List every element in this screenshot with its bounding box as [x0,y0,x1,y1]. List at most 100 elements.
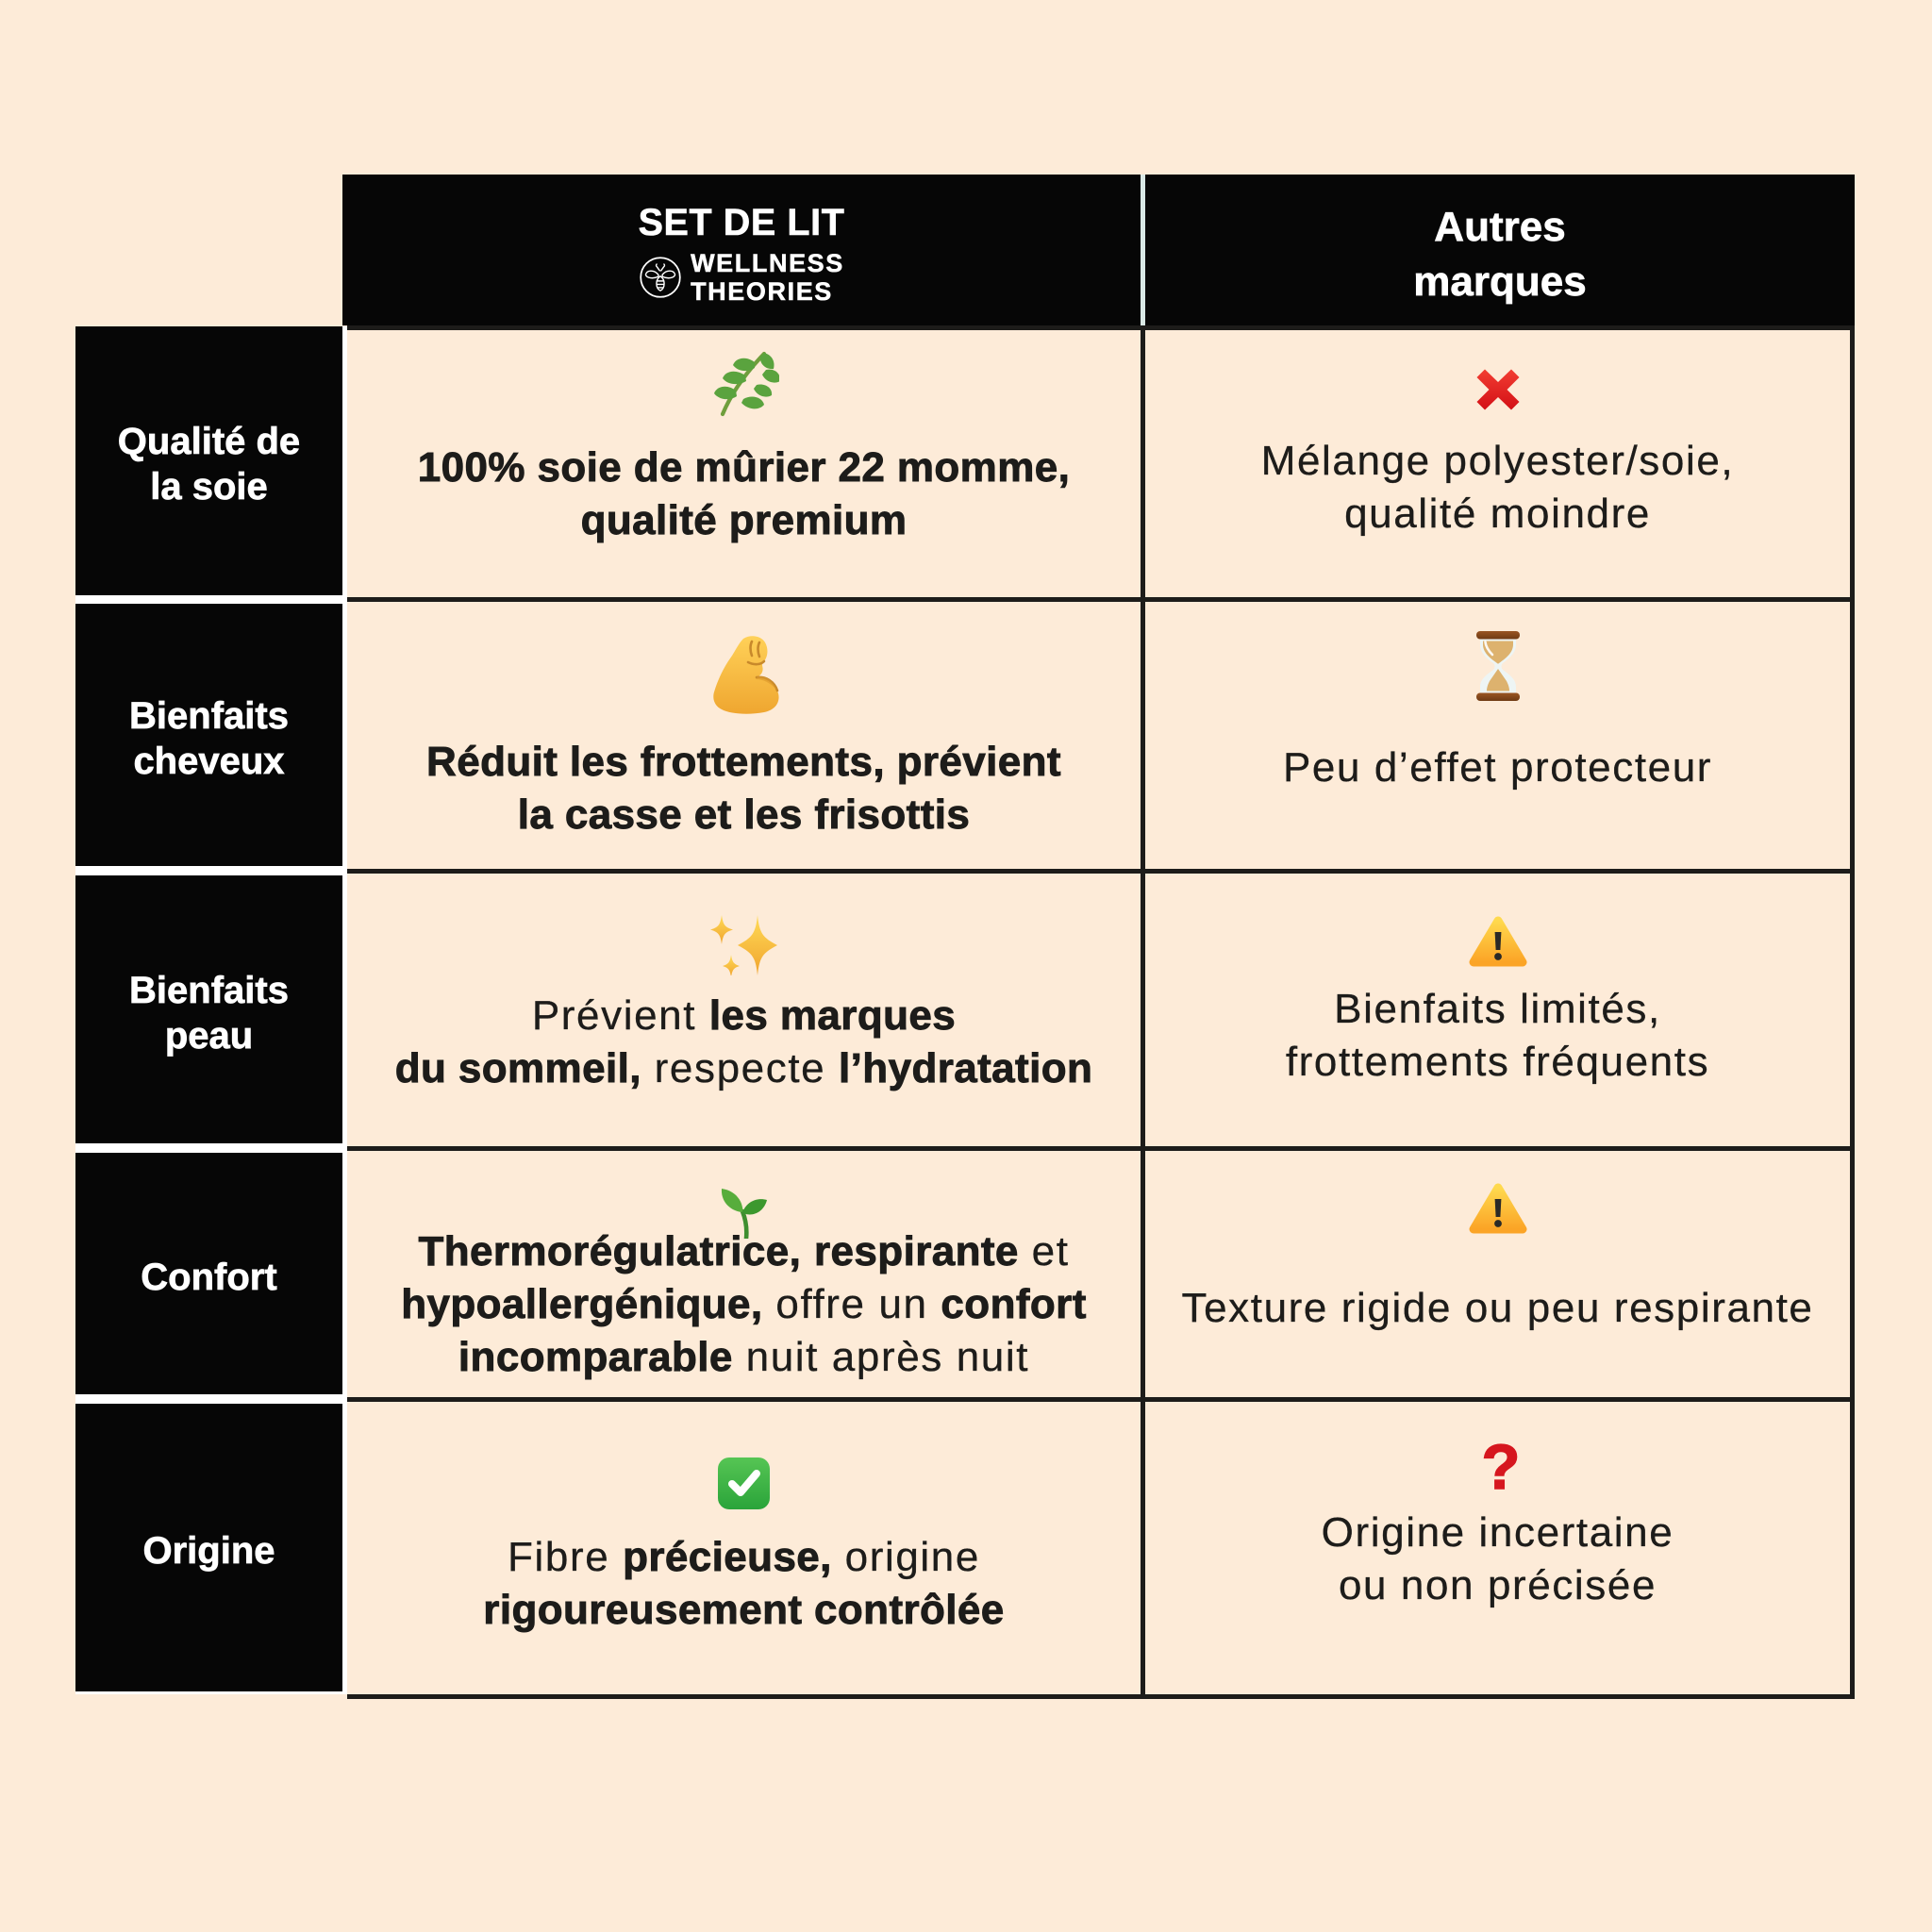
table-border-bottom [347,1694,1855,1699]
label-line: la soie [150,466,268,508]
brand-wordmark-line1: WELLNESS [691,249,844,278]
header-other-text: Autres marques [1413,192,1587,309]
text-segment: la casse et les frisottis [517,791,971,839]
cell-other-0: Mélange polyester/soie, qualité moindre [1145,330,1850,597]
label-line: Origine [142,1530,275,1573]
header-brand-title: SET DE LIT [638,202,845,243]
cell-other-3: Texture rigide ou peu respirante [1145,1151,1850,1397]
text-segment: respirante [814,1228,1019,1275]
text-segment: confort [941,1281,1087,1328]
text-line: qualité premium [418,494,1070,547]
text-line: du sommeil, respecte l’hydratation [394,1042,1092,1095]
brand-wordmark-line2: THEORIES [691,277,833,307]
text-segment: Prévient [531,992,709,1039]
header-brand-cell: SET DE LIT WELLNESS THEORIES [342,175,1141,325]
cell-other-4: ? Origine incertaine ou non précisée [1145,1402,1850,1694]
cell-brand-1-text: Réduit les frottements, prévient la casse… [426,736,1061,841]
cell-brand-0-text: 100% soie de mûrier 22 momme,qualité pre… [417,441,1071,547]
header-column-divider [1141,175,1145,325]
row-label-3: Confort [75,1153,342,1394]
text-line: Mélange polyester/soie, [1261,435,1735,488]
text-segment: et [1018,1228,1070,1274]
text-segment [801,1228,814,1274]
label-line: peau [164,1014,254,1057]
text-line: ou non précisée [1322,1559,1674,1612]
text-segment: Mélange polyester/soie, [1260,438,1735,484]
cell-other-2: Bienfaits limités, frottements fréquents [1145,874,1850,1146]
text-segment: Texture rigide ou peu respirante [1181,1285,1814,1331]
text-segment: nuit après nuit [732,1334,1030,1380]
label-line: cheveux [133,740,285,782]
header-other-line1: Autres [1434,203,1566,250]
label-line: Confort [141,1256,277,1298]
warning-icon [1468,914,1528,969]
label-line: Qualité de [117,421,301,463]
text-line: Bienfaits limités, [1286,983,1709,1036]
text-line: frottements fréquents [1286,1036,1709,1089]
cell-other-4-text: Origine incertaine ou non précisée [1322,1507,1674,1612]
text-segment: les marques [708,992,957,1040]
table-row-divider-2 [347,1146,1850,1151]
brand-logo-row: WELLNESS THEORIES [639,249,844,306]
row-label-text: Origine [142,1528,275,1574]
text-segment: Bienfaits limités, [1334,986,1661,1032]
label-line: Bienfaits [129,969,290,1011]
text-line: 100% soie de mûrier 22 momme, [417,441,1071,494]
cell-other-1: Peu d’effet protecteur [1145,602,1850,869]
warning-icon [1468,1181,1528,1236]
text-segment: hypoallergénique, [401,1281,763,1328]
cell-brand-0: 100% soie de mûrier 22 momme,qualité pre… [347,330,1141,597]
text-segment: origine [831,1534,980,1580]
cell-other-0-text: Mélange polyester/soie, qualité moindre [1261,435,1735,541]
text-line: Texture rigide ou peu respirante [1181,1282,1813,1335]
text-segment: rigoureusement contrôlée [483,1587,1005,1634]
check-mark-button-icon [717,1457,771,1510]
text-segment: 100% soie de mûrier 22 momme, [417,444,1071,491]
text-line: Peu d’effet protecteur [1283,741,1712,794]
text-line: Fibre précieuse, origine [483,1531,1004,1584]
sparkles-icon [709,913,778,975]
text-segment: Fibre [508,1534,624,1580]
bee-logo-icon [639,256,682,299]
flexed-biceps-icon [706,634,783,715]
table-row-divider-0 [347,597,1850,602]
hourglass-icon [1475,631,1521,701]
text-segment: frottements fréquents [1285,1039,1710,1085]
herb-icon [709,347,779,417]
text-line: hypoallergénique, offre un confort [401,1278,1087,1331]
text-segment: précieuse, [623,1534,832,1581]
text-line: Thermorégulatrice, respirante et [401,1225,1087,1278]
text-segment: Réduit les frottements, prévient [426,739,1061,786]
text-line: Réduit les frottements, prévient [426,736,1061,789]
text-line: Origine incertaine [1322,1507,1674,1559]
text-line: qualité moindre [1261,488,1735,541]
brand-wordmark: WELLNESS THEORIES [691,249,844,307]
cell-other-2-text: Bienfaits limités, frottements fréquents [1286,983,1709,1089]
cell-other-1-text: Peu d’effet protecteur [1283,741,1712,794]
table-border-top [347,325,1855,330]
table-row-divider-1 [347,869,1850,874]
text-segment: du sommeil, [394,1045,641,1092]
text-segment: Origine incertaine [1321,1509,1674,1556]
cell-brand-1: Réduit les frottements, prévient la casse… [347,602,1141,869]
question-mark-glyph: ? [1481,1432,1521,1503]
text-segment: respecte [641,1045,840,1091]
text-segment: ou non précisée [1338,1562,1657,1608]
row-label-text: Confort [141,1255,277,1300]
text-segment: Peu d’effet protecteur [1282,744,1713,791]
table-border-right [1850,325,1855,1699]
text-line: incomparable nuit après nuit [401,1331,1087,1384]
table-column-divider [1141,330,1145,1694]
header-other-line2: marques [1413,258,1587,305]
text-segment: qualité moindre [1344,491,1651,537]
text-line: Prévient les marques [395,990,1093,1042]
